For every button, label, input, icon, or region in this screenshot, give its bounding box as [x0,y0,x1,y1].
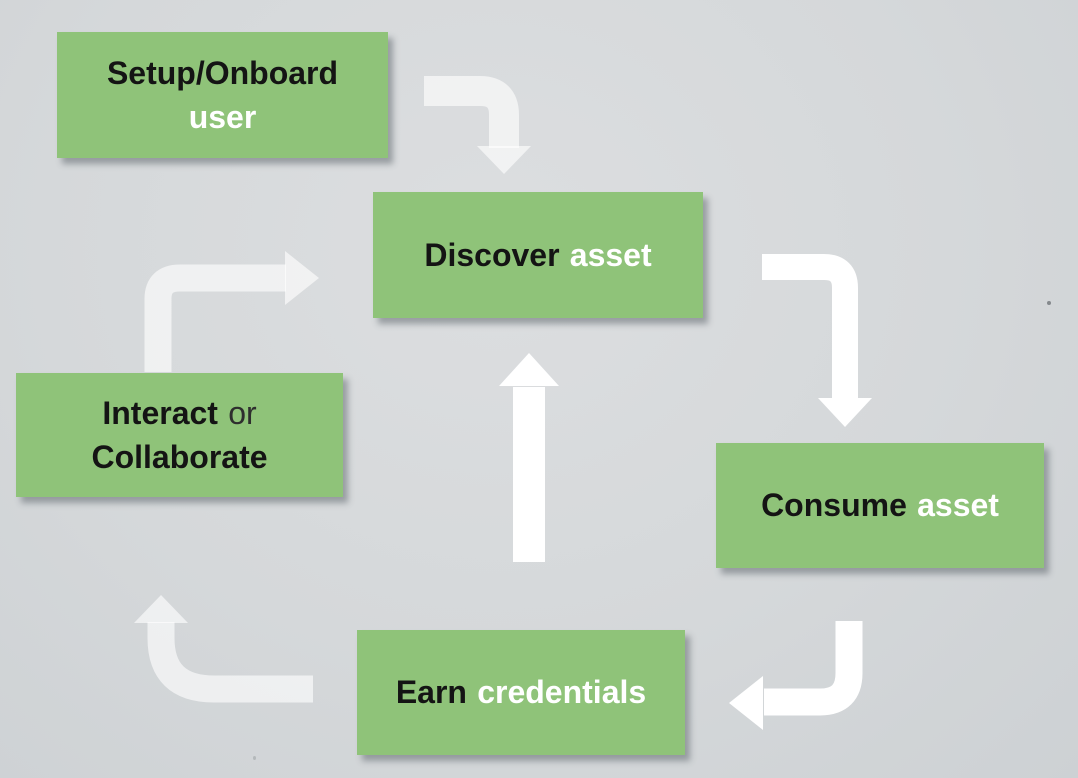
node-setup-onboard-user: Setup/Onboard user [57,32,388,158]
arrow-shaft [764,621,863,716]
node-earn-credentials: Earn credentials [357,630,685,755]
node-interact-word-regular: or [228,394,257,431]
node-consume-label: Consume asset [761,483,999,527]
arrow-shaft [424,76,519,148]
arrow-head-up-icon [134,595,188,623]
node-collaborate-word: Collaborate [91,439,268,475]
arrow-head-left-icon [729,676,763,730]
node-interact-or-collaborate: Interact or Collaborate [16,373,343,497]
node-setup-line2: user [188,99,257,135]
arrow-setup-to-discover [424,76,531,174]
arrow-shaft [147,622,313,703]
dust-speck [1047,301,1051,305]
arrow-head-down-icon [818,398,872,427]
node-earn-label: Earn credentials [396,670,646,714]
node-consume-word-light: asset [917,487,999,524]
arrow-head-down-icon [477,146,531,174]
node-interact-label: Interact or Collaborate [91,391,267,479]
arrow-interact-to-discover [144,251,319,372]
arrow-earn-to-discover [499,353,559,562]
arrow-consume-to-earn [729,621,863,730]
node-earn-word-light: credentials [477,674,647,711]
arrow-shaft [762,254,858,400]
dust-speck [253,756,256,760]
arrow-earn-to-interact [134,595,313,703]
node-earn-word-dark: Earn [395,674,467,711]
arrow-discover-to-consume [762,254,872,427]
arrow-shaft [144,264,286,372]
node-discover-word-light: asset [569,236,652,273]
arrow-head-up-icon [499,353,559,386]
node-interact-word-bold: Interact [102,394,218,431]
arrow-head-right-icon [285,251,319,305]
node-setup-label: Setup/Onboard user [107,51,338,139]
node-setup-line1: Setup/Onboard [106,54,339,91]
node-consume-asset: Consume asset [716,443,1044,568]
node-discover-word-dark: Discover [424,236,560,273]
node-consume-word-dark: Consume [761,487,907,524]
